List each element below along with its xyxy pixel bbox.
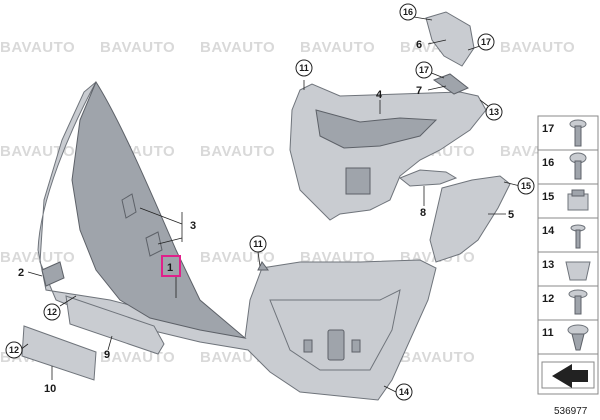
fastener-number: 15 [542, 191, 554, 203]
part-8-bracket [399, 169, 458, 187]
fastener-number: 17 [542, 123, 554, 135]
callouts: 16 17 11 17 13 15 11 12 12 14 [5, 3, 535, 401]
part-label: 8 [420, 207, 426, 219]
callout-label: 15 [521, 181, 531, 191]
part-9-strip [65, 295, 165, 355]
part-3-brackets [121, 193, 163, 257]
screw-icon [568, 289, 588, 315]
callout-label: 12 [47, 307, 57, 317]
fastener-number: 13 [542, 259, 554, 271]
fastener-number: 11 [542, 327, 554, 339]
watermark-text: BAVAUTO [0, 143, 75, 160]
watermark-text: BAVAUTO [200, 249, 275, 266]
watermark-text: BAVAUTO [400, 349, 475, 366]
spring-clip-icon [565, 261, 591, 281]
fastener-number: 12 [542, 293, 554, 305]
callout-label: 16 [403, 7, 413, 17]
expansion-rivet-icon [567, 324, 589, 351]
part-2-shape [41, 261, 65, 287]
part-label: 1 [167, 262, 173, 274]
callout-label: 11 [253, 239, 263, 249]
reference-number: 536977 [554, 406, 588, 417]
push-rivet-icon [570, 224, 586, 249]
part-10-plate [21, 325, 97, 381]
watermark-text: BAVAUTO [0, 249, 75, 266]
part-label: 5 [508, 209, 514, 221]
callout-label: 11 [299, 63, 309, 73]
callout-label: 13 [489, 107, 499, 117]
part-7-clip [432, 73, 469, 95]
fastener-number: 16 [542, 157, 554, 169]
watermark-text: BAVAUTO [200, 39, 275, 56]
fastener-number: 14 [542, 225, 555, 237]
part-label: 3 [190, 220, 196, 232]
callout-label: 17 [481, 37, 491, 47]
screw-icon [569, 119, 587, 147]
part-number-labels: 1 2 3 4 5 6 7 8 9 10 [18, 39, 514, 395]
nut-clip-icon [567, 189, 589, 211]
leader-lines [19, 15, 521, 393]
part-6-guide [425, 11, 475, 67]
part-label: 9 [104, 349, 110, 361]
watermark-text: BAVAUTO [100, 349, 175, 366]
callout-label: 17 [419, 65, 429, 75]
watermark-text: BAVAUTO [300, 39, 375, 56]
watermark-text: BAVAUTO [0, 39, 75, 56]
part-label: 7 [416, 85, 422, 97]
part-5-bracket [429, 175, 511, 263]
watermark-text: BAVAUTO [200, 143, 275, 160]
highlight-box [161, 255, 181, 277]
watermark-text: BAVAUTO [100, 39, 175, 56]
part-label: 2 [18, 267, 24, 279]
part-label: 10 [44, 383, 56, 395]
part-label: 4 [376, 89, 383, 101]
fastener-panel: 17 16 15 14 13 12 11 [537, 115, 599, 395]
part-4-carrier [289, 83, 487, 221]
part-label: 6 [416, 39, 422, 51]
watermark-text: BAVAUTO [500, 39, 575, 56]
callout-label: 12 [9, 345, 19, 355]
arrow-icon [541, 361, 595, 389]
callout-label: 14 [399, 387, 409, 397]
screw-icon [569, 152, 587, 180]
